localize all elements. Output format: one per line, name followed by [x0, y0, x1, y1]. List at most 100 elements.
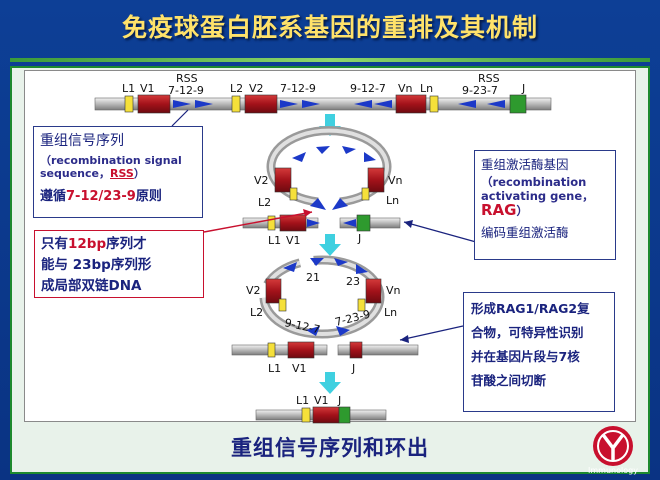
bottom-label-l1: L1 [296, 394, 309, 407]
top-label-v1: V1 [140, 82, 155, 95]
loop1-ln-exon [361, 187, 370, 201]
top-label-7129-2: 7-12-9 [280, 82, 316, 95]
top-label-7129-1: 7-12-9 [168, 84, 204, 97]
rag-complex-box: 形成RAG1/RAG2复 合物，可特异性识别 并在基因片段与7核 苷酸之间切断 [463, 292, 615, 412]
bottom-dna-strand: L1 V1 J [255, 394, 387, 424]
loop1-j-segment [356, 214, 371, 232]
rag-english: （recombination activating gene， RAG） [481, 175, 609, 218]
top-rss-heptamer-4 [487, 100, 505, 108]
top-label-l2: L2 [230, 82, 243, 95]
pointer-rag [403, 221, 477, 243]
bottom-v1-segment [312, 406, 340, 424]
loop2-rss-3 [334, 258, 348, 266]
loop2-l1-exon [267, 342, 276, 358]
top-rss-nonamer-2 [302, 100, 320, 108]
loop2-label-vn: Vn [386, 284, 401, 297]
loop1-rss-1 [292, 152, 306, 162]
loop2-rss-6 [336, 326, 350, 336]
loop1-v2-segment [274, 167, 292, 193]
loop2-label-v1: V1 [292, 362, 307, 375]
rag-close: ） [516, 204, 528, 218]
top-label-rss-2: RSS [478, 72, 500, 85]
loop2-label-j: J [351, 362, 355, 375]
rss-rule-value: 7-12/23-9 [66, 189, 136, 204]
top-label-vn: Vn [398, 82, 413, 95]
loop1-vn-segment [367, 167, 385, 193]
loop-1: V2 Vn L2 Ln L1 V1 J [242, 126, 403, 247]
top-label-rss-1: RSS [176, 72, 198, 85]
pairing-line-1: 只有12bp序列才 [41, 234, 197, 255]
bottom-label-v1: V1 [314, 394, 329, 407]
top-vn-segment [395, 94, 427, 114]
loop2-rss-1 [283, 262, 297, 272]
loop1-rss-6 [332, 198, 348, 210]
top-l1-exon [124, 95, 134, 113]
loop2-right-dna [337, 344, 419, 356]
logo-ring [597, 430, 629, 462]
pointer-rss-top [171, 109, 189, 127]
top-label-9237: 9-23-7 [462, 84, 498, 97]
rag-complex-line-2: 合物，可特异性识别 [471, 325, 584, 340]
logo-antibody-shape [602, 434, 624, 461]
loop1-rss-2 [316, 146, 330, 154]
logo-label: Immunology [588, 466, 638, 475]
bottom-j-segment [338, 406, 351, 424]
rag-complex-line-1: 形成RAG1/RAG2复 [471, 301, 590, 316]
pairing-line1-suffix: 序列才 [106, 236, 147, 252]
loop2-rss-5 [306, 326, 320, 336]
bottom-l1-exon [301, 407, 311, 423]
top-label-9127: 9-12-7 [350, 82, 386, 95]
rss-abbrev: RSS [110, 167, 134, 180]
slide-title: 免疫球蛋白胚系基因的重排及其机制 [121, 13, 538, 42]
loop1-rss-4 [364, 152, 376, 162]
top-label-l1: L1 [122, 82, 135, 95]
loop2-vn-segment [365, 278, 382, 304]
pairing-line-3: 成局部双链DNA [41, 278, 142, 294]
pointer-rag-head [404, 220, 413, 228]
rag-complex-line-3: 并在基因片段与7核 [471, 349, 580, 364]
title-divider [10, 58, 650, 62]
rss-rule: 遵循7-12/23-9原则 [40, 185, 196, 204]
loop2-label-v2: V2 [246, 284, 261, 297]
top-label-ln: Ln [420, 82, 433, 95]
loop1-label-v2: V2 [254, 174, 269, 187]
diagram-caption: 重组信号序列和环出 [231, 436, 429, 460]
loop1-label-l1: L1 [268, 234, 281, 247]
top-label-v2: V2 [249, 82, 264, 95]
loop1-rss-v1 [307, 219, 320, 227]
top-rss-heptamer-2 [280, 100, 298, 108]
rag-english-a: （recombination [481, 175, 587, 189]
rag-english-b: activating gene， [481, 189, 594, 203]
loop1-l2-exon [289, 187, 298, 201]
rss-english-a: （recombination signal [40, 154, 182, 167]
pairing-rule-box: 只有12bp序列才 能与 23bp序列形 成局部双链DNA [34, 230, 204, 298]
rag-heading: 重组激活酶基因 [481, 157, 569, 172]
loop1-l1-exon [267, 215, 276, 231]
loop-2: 21 23 V2 Vn L2 9-12-7 7-23-9 Ln L1 V1 J [231, 255, 419, 375]
rss-english-close: ） [133, 167, 145, 180]
loop1-rss-3 [342, 146, 356, 154]
top-ln-exon [429, 95, 439, 113]
loop2-label-23: 23 [346, 275, 360, 288]
rag-abbrev: RAG [481, 201, 517, 219]
pairing-12bp: 12bp [68, 236, 107, 252]
top-l2-exon [231, 95, 241, 113]
loop2-label-l1: L1 [268, 362, 281, 375]
top-j-segment [509, 94, 527, 114]
loop2-label-21: 21 [306, 271, 320, 284]
top-v1-segment [137, 94, 171, 114]
loop2-v1-segment [287, 341, 315, 359]
top-v2-segment [244, 94, 278, 114]
loop2-ln-exon [357, 298, 366, 312]
down-arrow-2 [319, 234, 341, 256]
pointer-cut [399, 325, 464, 341]
rss-heading: 重组信号序列 [40, 133, 124, 149]
bottom-label-j: J [337, 394, 341, 407]
loop1-rss-j [343, 219, 356, 227]
rag-footer: 编码重组激活酶 [481, 225, 569, 240]
loop1-label-l2: L2 [258, 196, 271, 209]
loop1-label-vn: Vn [388, 174, 403, 187]
down-arrow-3 [319, 372, 341, 394]
